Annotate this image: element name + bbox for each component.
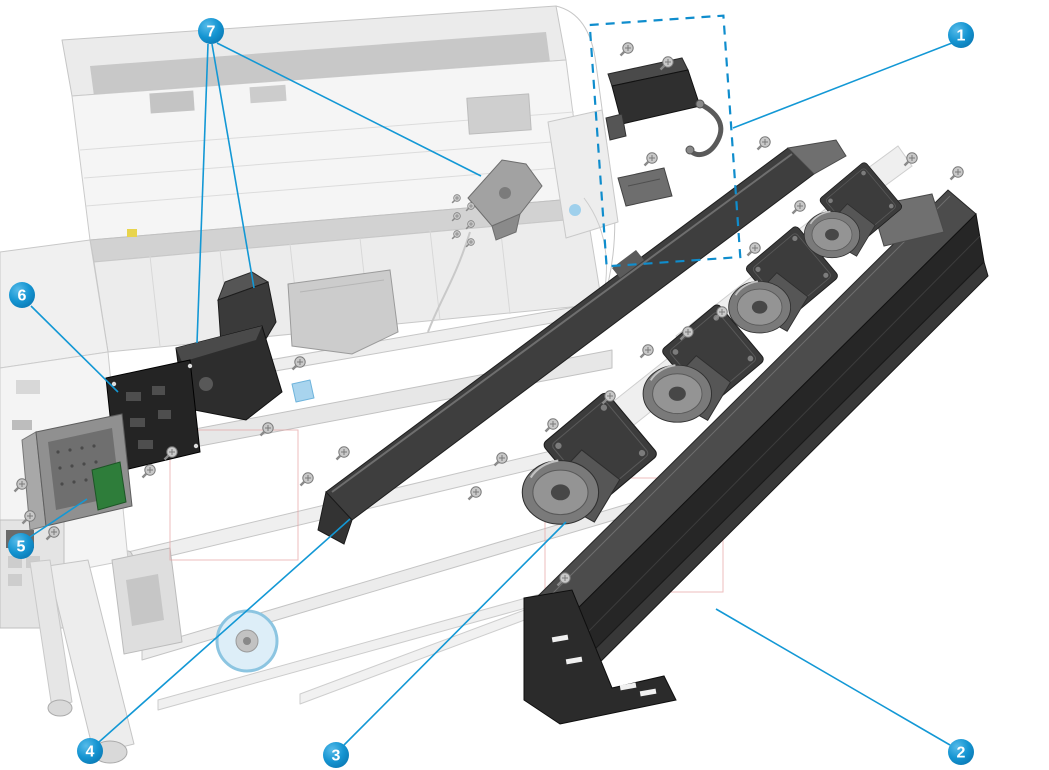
- callout-badge-7: 7: [198, 18, 224, 44]
- leader-line-5: [29, 498, 88, 538]
- leader-line-2: [715, 608, 951, 746]
- callout-label-7: 7: [207, 24, 216, 41]
- bracket-board: [21, 413, 133, 531]
- callout-badge-3: 3: [323, 742, 349, 768]
- callout-label-1: 1: [957, 28, 966, 45]
- green-pcb: [91, 461, 127, 511]
- leader-line-4: [98, 518, 351, 743]
- dashed-highlight-box: [588, 14, 742, 268]
- callout-badges: 1 2 3 4 5 6 7: [8, 18, 974, 768]
- leader-line-7a: [216, 42, 482, 177]
- callout-badge-5: 5: [8, 533, 34, 559]
- leader-line-7c: [196, 43, 209, 344]
- callout-label-2: 2: [957, 745, 966, 762]
- callout-badge-4: 4: [77, 738, 103, 764]
- callout-label-3: 3: [332, 748, 341, 765]
- clamp-handle-bracket: [467, 159, 543, 241]
- callout-label-6: 6: [18, 288, 27, 305]
- callout-badge-2: 2: [948, 739, 974, 765]
- leader-line-7b: [211, 43, 255, 289]
- callout-label-4: 4: [86, 744, 95, 761]
- cable: [688, 101, 724, 158]
- leader-lines: [29, 42, 953, 746]
- callout-badge-1: 1: [948, 22, 974, 48]
- brackets-and-covers: [175, 269, 399, 421]
- callout-badge-6: 6: [9, 282, 35, 308]
- cover-beam: [317, 139, 847, 545]
- main-beam: [523, 189, 989, 725]
- small-plate: [617, 167, 673, 207]
- leader-line-6: [30, 305, 119, 393]
- leader-line-1: [732, 42, 953, 129]
- cover-plate: [287, 269, 399, 355]
- callout-label-5: 5: [17, 539, 26, 556]
- leader-line-3: [343, 521, 567, 746]
- beam-foot-plate: [523, 589, 677, 725]
